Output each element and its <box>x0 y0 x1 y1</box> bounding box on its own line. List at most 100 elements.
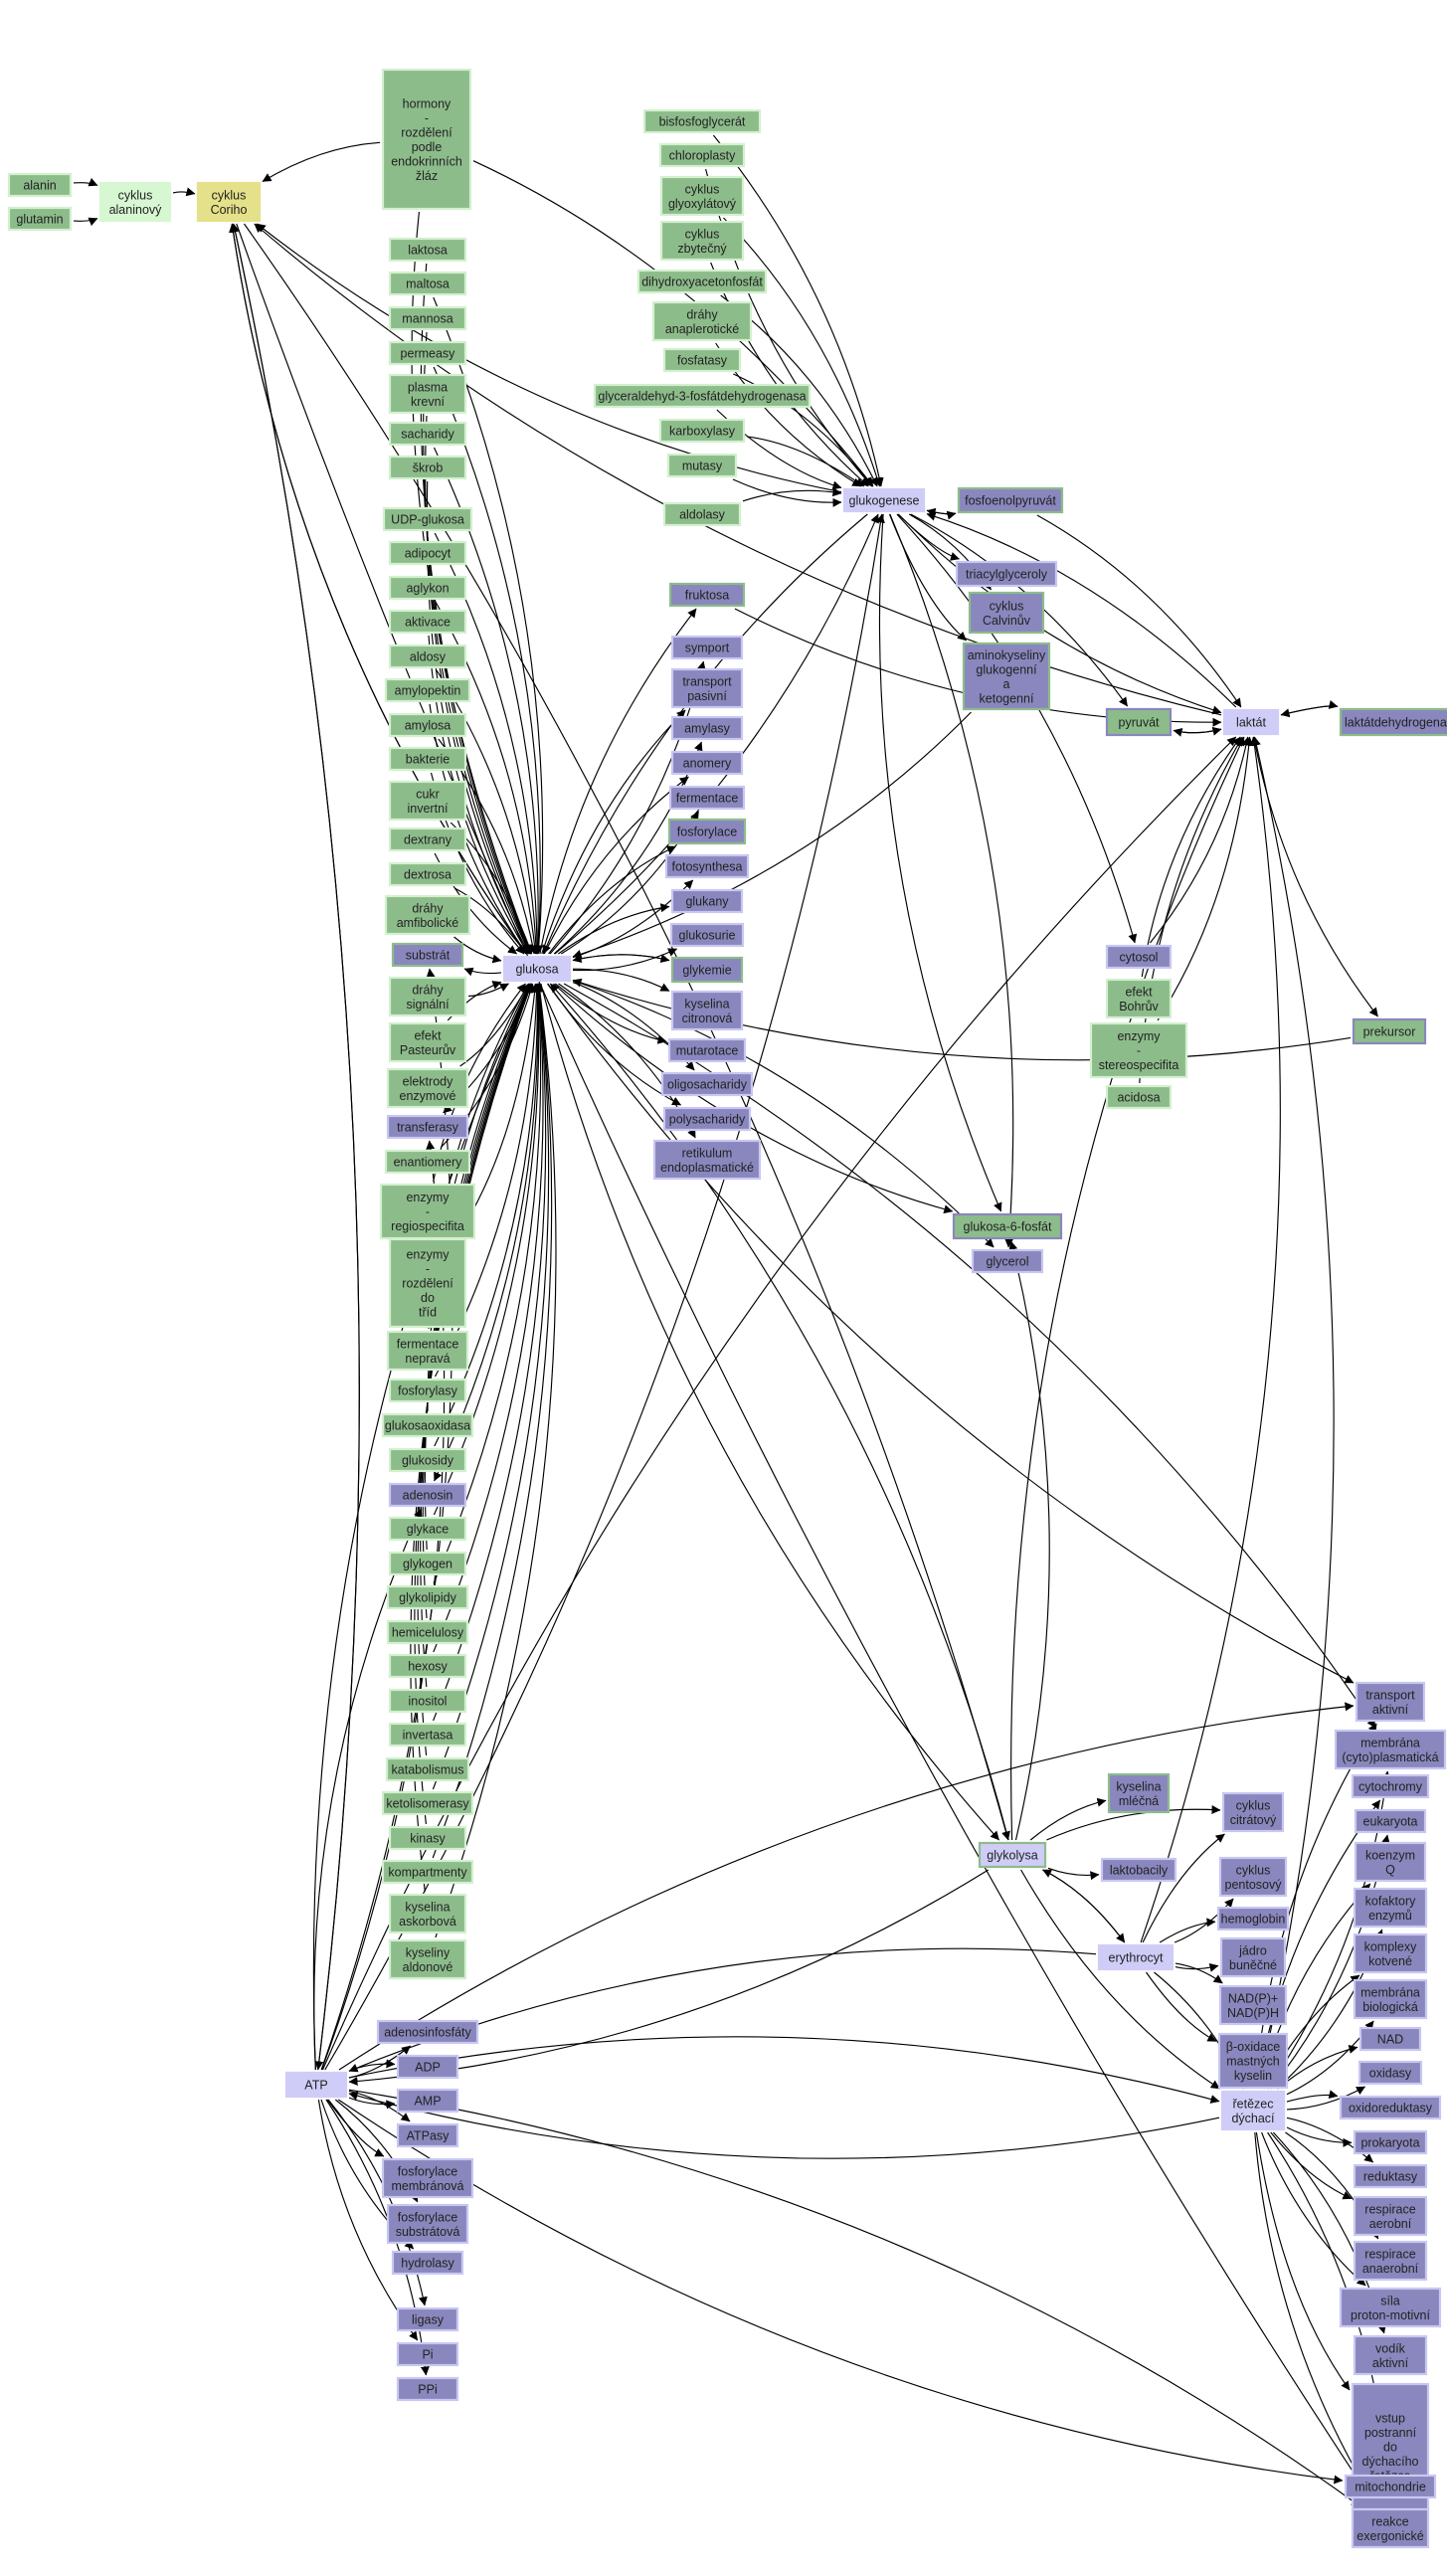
node-glykace[interactable]: glykace <box>388 1516 467 1542</box>
node-hemicel[interactable]: hemicelulosy <box>386 1619 469 1645</box>
node-sacharidy[interactable]: sacharidy <box>388 421 467 447</box>
node-symport[interactable]: symport <box>670 635 744 660</box>
node-maltosa[interactable]: maltosa <box>388 271 467 296</box>
node-adipocyt[interactable]: adipocyt <box>388 540 467 566</box>
node-bisf[interactable]: bisfosfoglycerát <box>642 108 762 134</box>
node-ldh[interactable]: laktátdehydrogenasa <box>1339 707 1447 737</box>
node-katab[interactable]: katabolismus <box>385 1756 470 1782</box>
node-skrob[interactable]: škrob <box>388 455 467 480</box>
node-alanin[interactable]: alanin <box>7 172 73 198</box>
node-adp[interactable]: ADP <box>396 2054 459 2080</box>
node-adenosin[interactable]: adenosin <box>388 1482 467 1508</box>
node-aldolasy[interactable]: aldolasy <box>662 501 742 527</box>
node-ppi[interactable]: PPi <box>396 2376 459 2402</box>
node-mannosa[interactable]: mannosa <box>388 305 467 331</box>
node-pyruvat[interactable]: pyruvát <box>1105 707 1173 737</box>
node-regio[interactable]: enzymy-regiospecifita <box>379 1183 476 1240</box>
node-karbox[interactable]: karboxylasy <box>658 418 746 444</box>
node-aktivace[interactable]: aktivace <box>388 609 467 635</box>
node-atpasy[interactable]: ATPasy <box>396 2122 459 2148</box>
node-oxidasy[interactable]: oxidasy <box>1357 2060 1423 2086</box>
node-glykolipidy[interactable]: glykolipidy <box>386 1584 469 1610</box>
node-aglykon[interactable]: aglykon <box>388 575 467 601</box>
node-stereo[interactable]: enzymy-stereospecifita <box>1089 1021 1188 1079</box>
node-cytochromy[interactable]: cytochromy <box>1351 1773 1430 1799</box>
node-laktosa[interactable]: laktosa <box>388 237 467 263</box>
node-aldosy[interactable]: aldosy <box>388 644 467 669</box>
node-fosforylasy[interactable]: fosforylasy <box>388 1378 467 1403</box>
node-triacyl[interactable]: triacylglyceroly <box>955 560 1058 588</box>
node-laktobac[interactable]: laktobacily <box>1100 1857 1177 1883</box>
node-fruktosa[interactable]: fruktosa <box>668 582 746 608</box>
node-kompart[interactable]: kompartmenty <box>381 1859 474 1885</box>
node-glukany[interactable]: glukany <box>670 888 744 914</box>
node-glutamin[interactable]: glutamin <box>7 206 73 232</box>
node-fep[interactable]: fosfoenolpyruvát <box>957 486 1064 514</box>
node-invertasa[interactable]: invertasa <box>388 1722 467 1748</box>
node-acidosa[interactable]: acidosa <box>1105 1084 1173 1110</box>
node-glukosurie[interactable]: glukosurie <box>669 922 745 948</box>
node-dihyd[interactable]: dihydroxyacetonfosfát <box>636 269 768 294</box>
node-ketoliso[interactable]: ketolisomerasy <box>381 1790 474 1816</box>
node-glykemie[interactable]: glykemie <box>670 956 744 984</box>
node-anomery[interactable]: anomery <box>670 750 744 776</box>
node-glukosa[interactable]: glukosa <box>502 955 572 983</box>
node-g3pdh[interactable]: glyceraldehyd-3-fosfátdehydrogenasa <box>593 383 812 409</box>
node-dextrosa[interactable]: dextrosa <box>388 861 467 887</box>
node-oligo[interactable]: oligosacharidy <box>660 1071 754 1097</box>
node-eukaryota[interactable]: eukaryota <box>1354 1808 1427 1834</box>
node-hemoglob[interactable]: hemoglobin <box>1216 1906 1290 1932</box>
node-prekursor[interactable]: prekursor <box>1352 1017 1427 1045</box>
node-transferasy[interactable]: transferasy <box>386 1114 469 1140</box>
node-fermentace[interactable]: fermentace <box>668 785 746 811</box>
node-oxidored[interactable]: oxidoreduktasy <box>1339 2095 1442 2120</box>
node-membcyt[interactable]: membrána(cyto)plasmatická <box>1334 1729 1447 1770</box>
node-hydrolasy[interactable]: hydrolasy <box>391 2250 464 2276</box>
node-atp[interactable]: ATP <box>284 2071 348 2099</box>
node-adenosinfos[interactable]: adenosinfosfáty <box>376 2019 479 2045</box>
node-inositol[interactable]: inositol <box>388 1688 467 1714</box>
node-bakterie[interactable]: bakterie <box>388 746 467 772</box>
node-fosfatasy[interactable]: fosfatasy <box>662 347 742 373</box>
node-cytosol[interactable]: cytosol <box>1105 944 1173 970</box>
node-reduktasy[interactable]: reduktasy <box>1353 2163 1428 2189</box>
node-pi[interactable]: Pi <box>396 2341 459 2367</box>
node-mutarot[interactable]: mutarotace <box>667 1037 747 1063</box>
node-glykolysa[interactable]: glykolysa <box>978 1841 1047 1869</box>
node-udpg[interactable]: UDP-glukosa <box>382 506 473 532</box>
node-chloro[interactable]: chloroplasty <box>658 142 746 168</box>
node-glykogen[interactable]: glykogen <box>388 1551 467 1576</box>
node-mito[interactable]: mitochondrie <box>1344 2474 1437 2499</box>
node-amp[interactable]: AMP <box>396 2088 459 2114</box>
